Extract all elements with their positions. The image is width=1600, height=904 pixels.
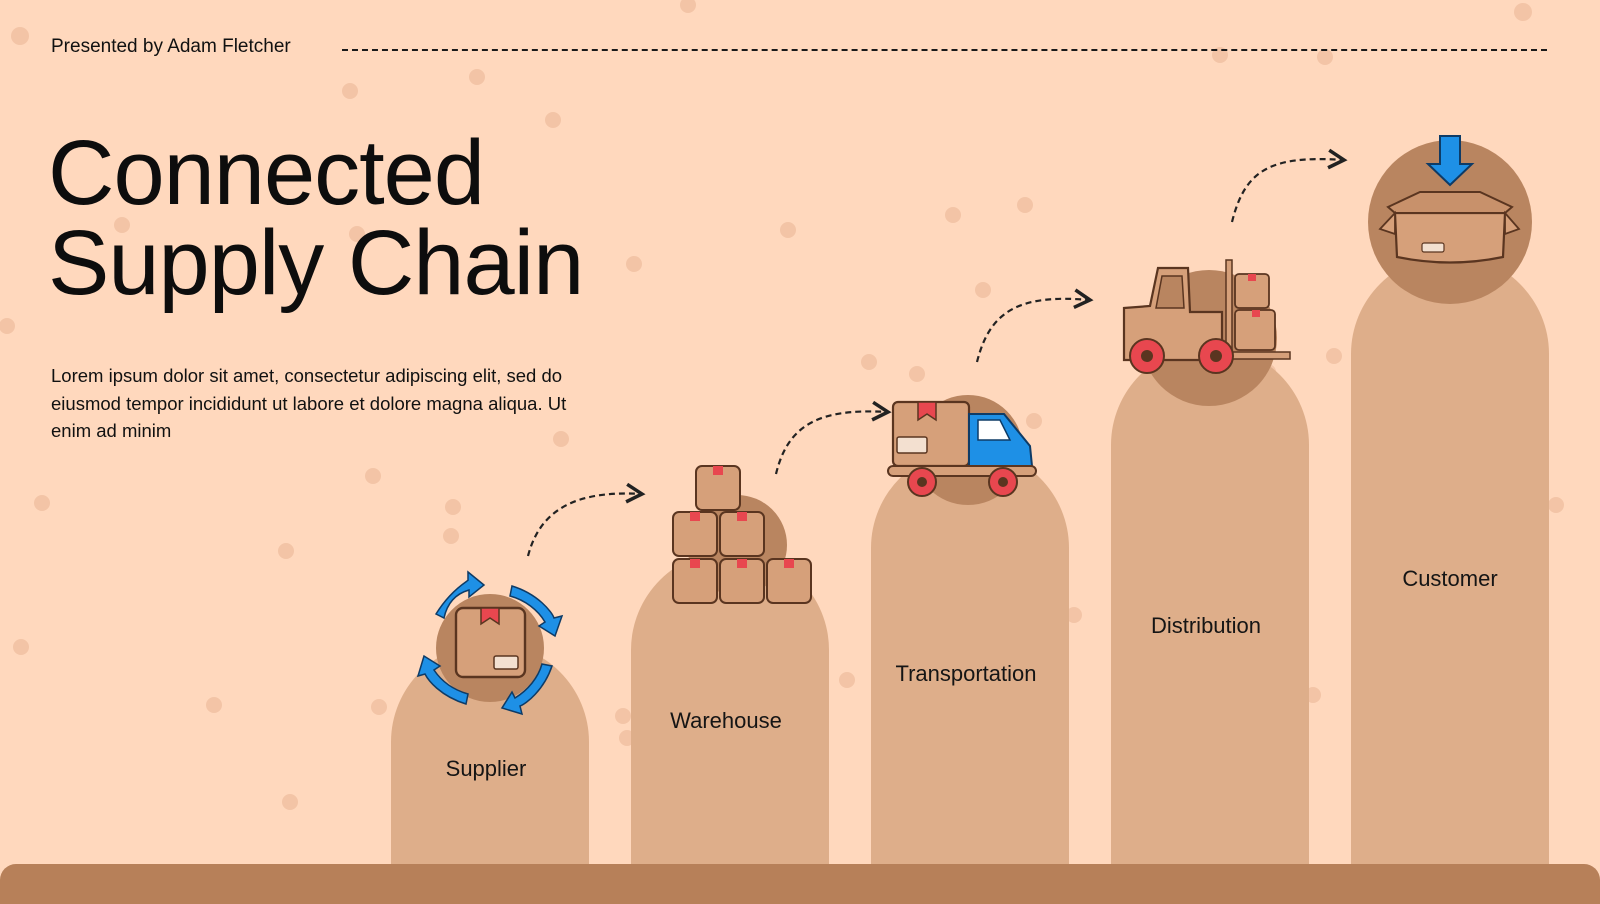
step-label-transportation: Transportation bbox=[895, 661, 1037, 686]
title-line-1: Connected bbox=[48, 122, 485, 224]
ground-bar bbox=[0, 864, 1600, 904]
pillar-supplier bbox=[391, 643, 589, 864]
pillar-customer bbox=[1351, 255, 1549, 864]
step-label-supplier: Supplier bbox=[445, 756, 527, 781]
step-label-distribution: Distribution bbox=[1150, 613, 1262, 638]
page-title: Connected Supply Chain bbox=[48, 122, 584, 314]
header-divider bbox=[342, 49, 1547, 51]
title-line-2: Supply Chain bbox=[48, 212, 584, 314]
presenter-name: Presented by Adam Fletcher bbox=[51, 36, 291, 57]
description-text: Lorem ipsum dolor sit amet, consectetur … bbox=[51, 365, 567, 441]
pillar-distribution bbox=[1111, 346, 1309, 864]
step-label-customer: Customer bbox=[1402, 566, 1498, 591]
pillar-transportation bbox=[871, 449, 1069, 864]
step-label-warehouse: Warehouse bbox=[670, 708, 782, 733]
